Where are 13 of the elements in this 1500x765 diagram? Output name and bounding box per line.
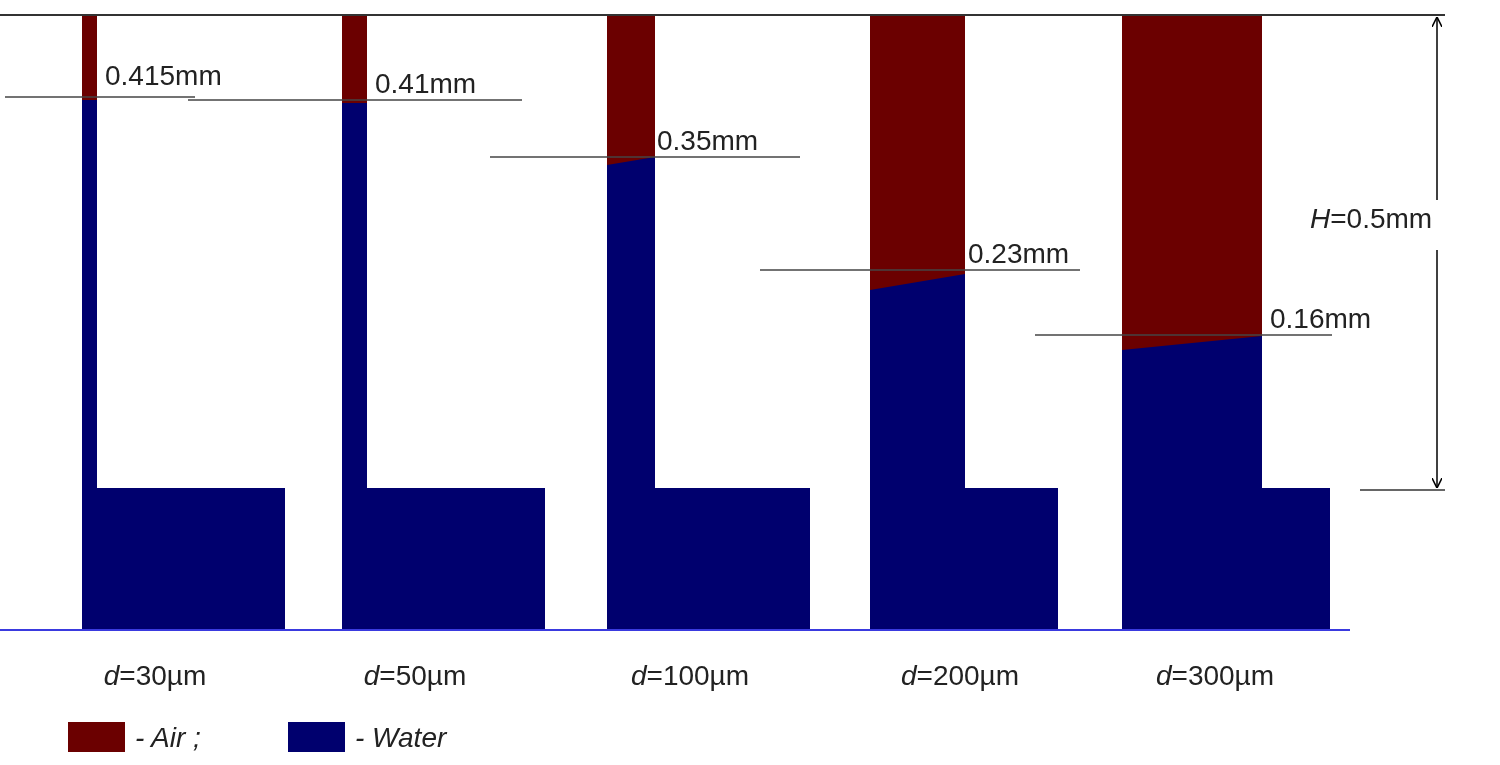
height-dimension: H=0.5mm (1310, 205, 1433, 233)
legend-label: - Water (355, 724, 447, 752)
legend-label: - Air ; (135, 724, 201, 752)
diameter-label: d=30µm (103, 662, 207, 690)
level-value: 0.35mm (657, 127, 759, 155)
diameter-label: d=200µm (900, 662, 1020, 690)
diameter-label: d=100µm (630, 662, 750, 690)
diameter-label: d=50µm (363, 662, 467, 690)
level-value: 0.415mm (105, 62, 222, 90)
level-value: 0.41mm (375, 70, 477, 98)
level-value: 0.16mm (1270, 305, 1372, 333)
level-value: 0.23mm (968, 240, 1070, 268)
diameter-label: d=300µm (1155, 662, 1275, 690)
